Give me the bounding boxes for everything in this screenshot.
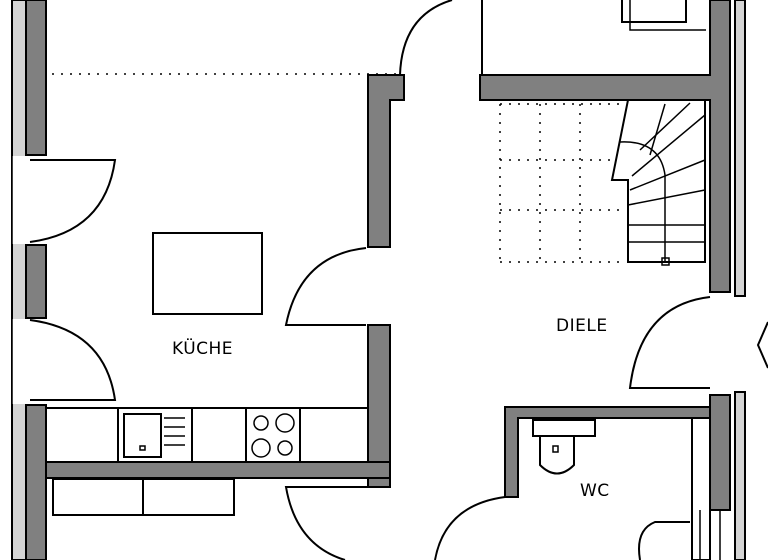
washbasin-icon <box>638 521 690 560</box>
top-right-room <box>479 0 746 297</box>
room-label-wc: WC <box>580 481 610 501</box>
entrance-marker <box>756 321 768 369</box>
kitchen-counter <box>45 407 369 463</box>
kitchen-hall-wall-upper <box>367 74 405 248</box>
toilet-icon <box>532 419 596 475</box>
door-hall-east <box>628 296 711 389</box>
staircase <box>499 99 706 266</box>
cooktop-icon <box>251 413 295 458</box>
room-label-hall: DIELE <box>556 316 608 336</box>
door-kitchen-hall <box>284 247 367 326</box>
stair-dotted-outline <box>499 103 625 263</box>
sink-icon <box>123 413 185 458</box>
kitchen-hall-wall-lower <box>367 324 391 488</box>
sideboard <box>52 478 235 516</box>
kitchen-south-wall <box>45 461 391 479</box>
door-wc <box>434 496 506 560</box>
room-label-kitchen: KÜCHE <box>172 337 233 359</box>
door-kitchen-south <box>284 486 368 560</box>
left-exterior-wall <box>11 0 47 560</box>
wc-right-wall <box>691 391 746 560</box>
door-top <box>399 0 453 76</box>
kitchen-island <box>152 232 263 315</box>
left-doors <box>29 159 117 401</box>
